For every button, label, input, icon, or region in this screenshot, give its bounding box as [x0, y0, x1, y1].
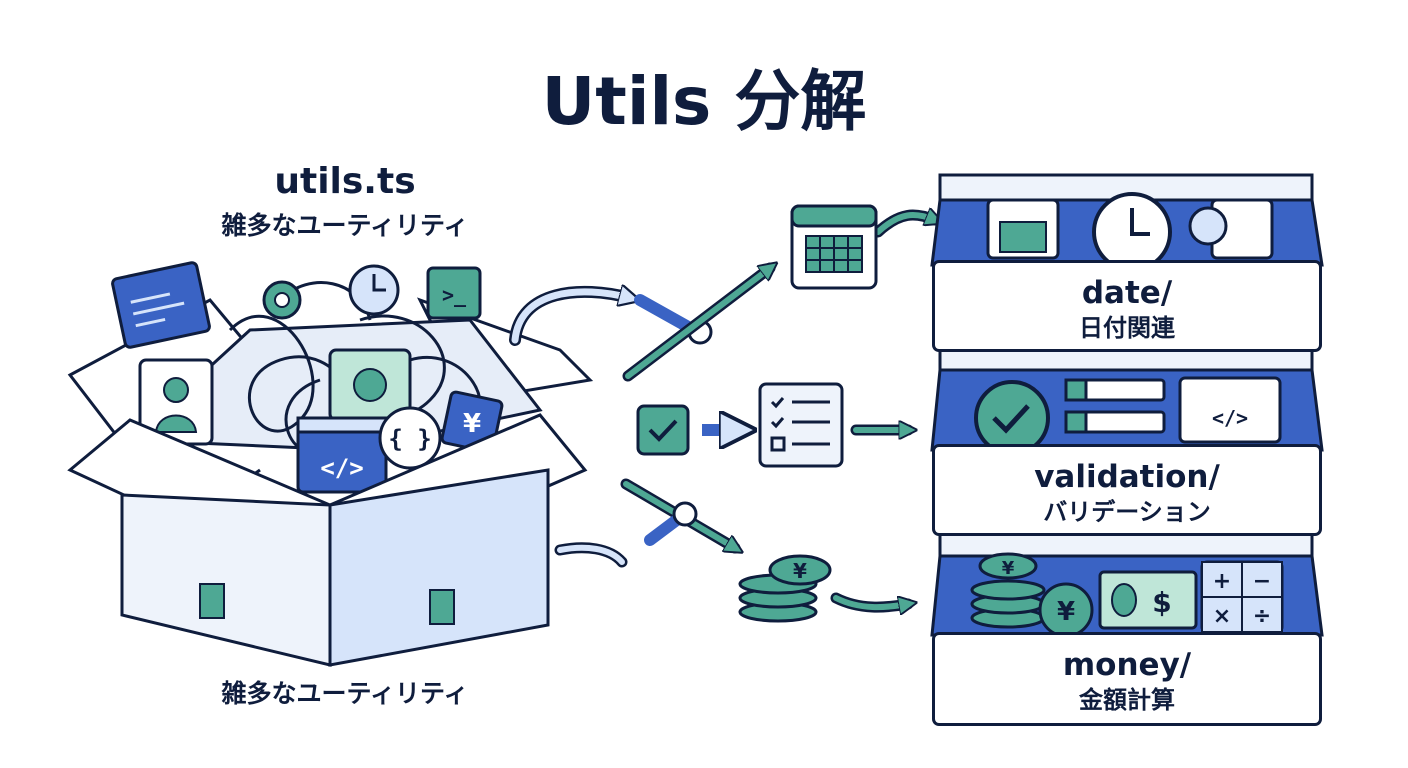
- checklist-body: [758, 382, 844, 468]
- drawer-money-description: 金額計算: [1079, 686, 1175, 714]
- source-filename: utils.ts: [274, 161, 416, 202]
- checkbox-body: [636, 404, 690, 456]
- minus-icon: −: [1253, 569, 1271, 594]
- hand-bottom: [672, 501, 698, 527]
- image-tile-circle: [353, 368, 387, 402]
- yen-icon: ¥: [1002, 558, 1015, 579]
- braces-icon: { }: [388, 425, 431, 453]
- floating-icons: >_: [111, 261, 482, 349]
- yen-icon: ¥: [463, 409, 481, 439]
- drawer-validation-description: バリデーション: [1043, 498, 1211, 526]
- calendar-grid-lines: [806, 236, 862, 272]
- validation-check-mark: [992, 404, 1030, 434]
- calculator-key: [1201, 596, 1243, 633]
- terminal-icon: [426, 266, 482, 320]
- editor-lines: [130, 292, 185, 328]
- terminal-prompt: >_: [442, 283, 467, 307]
- yen-icon: ¥: [1057, 597, 1075, 627]
- drawer-money-name: money/: [1062, 647, 1192, 683]
- box-side-face: [328, 468, 550, 667]
- yen-icon: ¥: [793, 559, 807, 583]
- page-title: Utils 分解: [541, 63, 867, 140]
- drawer-date-description: 日付関連: [1079, 314, 1175, 342]
- box-front-face: [120, 493, 332, 667]
- coin-stack-icon: ¥: [738, 554, 832, 623]
- drawer-date-front[interactable]: date/ 日付関連: [932, 260, 1322, 352]
- drawer-validation-name: validation/: [1034, 459, 1220, 495]
- coin-top: [978, 552, 1038, 580]
- source-subtitle: 雑多なユーティリティ: [221, 211, 469, 240]
- arrow-to-money-drawer: [833, 598, 908, 607]
- divide-icon: ÷: [1253, 604, 1271, 629]
- code-tag-icon: </>: [320, 454, 363, 482]
- gear-hub: [274, 292, 290, 308]
- coin-top: [768, 554, 832, 586]
- avatar-body: [154, 414, 198, 433]
- drawer-validation[interactable]: </>: [930, 368, 1324, 456]
- sleeve-top: [634, 294, 696, 334]
- check-mark-icon: [648, 419, 678, 442]
- plus-icon: +: [1213, 569, 1231, 594]
- calendar-icon: [790, 204, 878, 290]
- drawer-money[interactable]: ¥ ¥ $ + − × ÷: [930, 552, 1324, 638]
- date-small-clock-icon: [1188, 206, 1228, 246]
- cardboard-box: </> { } ¥ >_: [67, 261, 594, 667]
- curved-arrow-outline: [509, 285, 636, 346]
- checkbox-icon: [636, 404, 690, 456]
- drawer-validation-front[interactable]: validation/ バリデーション: [932, 444, 1322, 536]
- braces-bubble: [378, 406, 442, 470]
- calendar-header: [790, 204, 878, 228]
- box-tape: [199, 583, 225, 619]
- drawer-date-name: date/: [1081, 275, 1173, 311]
- curved-arrow-top: [511, 292, 630, 344]
- date-clock-hands: [1130, 208, 1150, 236]
- box-tape: [429, 589, 455, 625]
- arrow-to-date-drawer: [875, 215, 935, 235]
- date-calendar-grid: [999, 221, 1047, 253]
- drawer-date[interactable]: [930, 192, 1324, 272]
- drawer-money-front[interactable]: money/ 金額計算: [932, 632, 1322, 726]
- diagonal-arrow-up: [625, 268, 770, 379]
- validation-field-check: [1064, 410, 1088, 434]
- curved-arrow-bottom: [557, 544, 625, 565]
- calculator-key: [1241, 596, 1283, 633]
- code-window-titlebar: [296, 416, 388, 434]
- checklist-icon: [758, 382, 844, 468]
- avatar-icon: [163, 377, 189, 403]
- checklist-items: [770, 397, 830, 429]
- flow-connectors: [509, 215, 935, 607]
- dollar-icon: $: [1152, 586, 1171, 619]
- banknote-portrait: [1111, 583, 1137, 617]
- validation-field-check: [1064, 378, 1088, 402]
- clock-hands: [372, 274, 386, 292]
- code-tag-icon: </>: [1212, 406, 1248, 430]
- checklist-empty-box: [770, 436, 786, 452]
- source-caption: 雑多なユーティリティ: [221, 679, 469, 708]
- coin: [970, 579, 1046, 601]
- validation-code-window: [1178, 376, 1282, 444]
- multiply-icon: ×: [1213, 604, 1231, 629]
